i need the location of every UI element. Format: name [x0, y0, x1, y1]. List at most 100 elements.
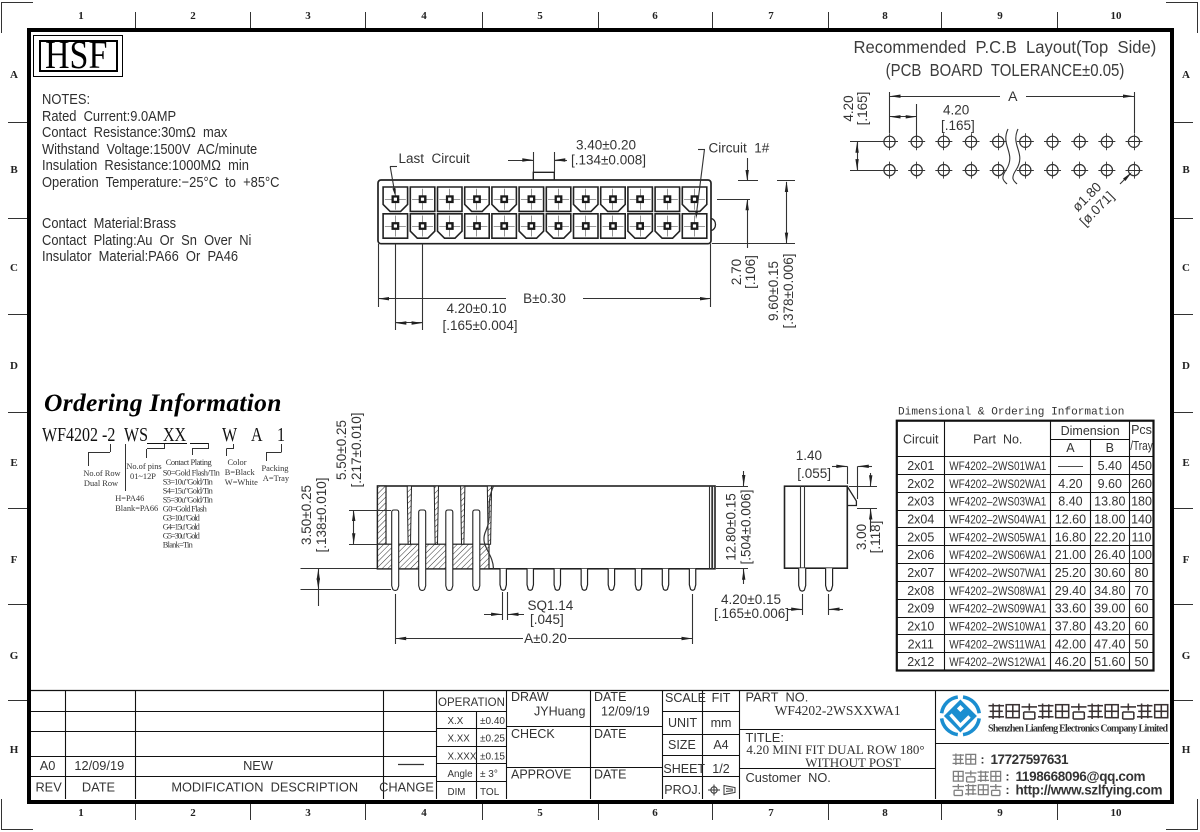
svg-text:2.70: 2.70	[729, 259, 744, 285]
svg-text:[.045]: [.045]	[530, 612, 564, 627]
svg-text:33.60: 33.60	[1055, 602, 1086, 616]
svg-text:http://www.szlfying.com: http://www.szlfying.com	[1016, 783, 1163, 798]
svg-text:17727597631: 17727597631	[991, 752, 1069, 767]
svg-text:4.20: 4.20	[943, 103, 969, 118]
svg-text:X.X: X.X	[448, 716, 464, 727]
svg-text:±0.25: ±0.25	[480, 734, 505, 745]
svg-text:JYHuang: JYHuang	[534, 705, 585, 719]
svg-text:2x12: 2x12	[907, 655, 934, 669]
svg-text:260: 260	[1131, 477, 1152, 491]
svg-text:Dimensional & Ordering Informa: Dimensional & Ordering Information	[898, 407, 1124, 419]
svg-text:WF4202–2WS07WA1: WF4202–2WS07WA1	[949, 566, 1046, 580]
svg-text:100: 100	[1131, 548, 1152, 562]
svg-text:2x01: 2x01	[907, 459, 934, 473]
svg-text:37.80: 37.80	[1055, 619, 1086, 633]
svg-text:WF4202–2WS11WA1: WF4202–2WS11WA1	[949, 637, 1046, 651]
svg-text:5.40: 5.40	[1098, 459, 1122, 473]
svg-text:18.00: 18.00	[1094, 512, 1125, 526]
svg-text:APPROVE: APPROVE	[511, 768, 571, 782]
svg-text:G5=30u"Gold: G5=30u"Gold	[163, 532, 201, 541]
svg-text:2x05: 2x05	[907, 530, 934, 544]
svg-text:2x08: 2x08	[907, 584, 934, 598]
svg-text:Contact Plating: Contact Plating	[166, 458, 213, 467]
svg-text:CHANGE: CHANGE	[379, 780, 434, 795]
svg-text:mm: mm	[711, 716, 732, 730]
svg-text:2x09: 2x09	[907, 602, 934, 616]
svg-text:34.80: 34.80	[1094, 584, 1125, 598]
svg-text:[.165±0.004]: [.165±0.004]	[443, 318, 518, 333]
svg-text:25.20: 25.20	[1055, 566, 1086, 580]
svg-text:[.138±0.010]: [.138±0.010]	[314, 478, 329, 553]
svg-text:WF4202–2WS09WA1: WF4202–2WS09WA1	[949, 602, 1046, 616]
svg-text:2x10: 2x10	[907, 619, 934, 633]
svg-text:——: ——	[1058, 459, 1084, 473]
svg-text:WF4202–2WS01WA1: WF4202–2WS01WA1	[949, 459, 1046, 473]
svg-text:DATE: DATE	[594, 768, 626, 782]
svg-text:12/09/19: 12/09/19	[74, 758, 124, 773]
svg-text:A: A	[1066, 441, 1075, 455]
svg-text:30.60: 30.60	[1094, 566, 1125, 580]
svg-text:4.20 MINI FIT DUAL ROW 180°: 4.20 MINI FIT DUAL ROW 180°	[746, 742, 924, 757]
svg-text:50: 50	[1135, 637, 1149, 651]
svg-text:2x02: 2x02	[907, 477, 934, 491]
svg-text:46.20: 46.20	[1055, 655, 1086, 669]
svg-text:140: 140	[1131, 512, 1152, 526]
svg-text:H=PA46: H=PA46	[115, 494, 144, 503]
svg-text:80: 80	[1135, 566, 1149, 580]
svg-text:WF4202–2WS03WA1: WF4202–2WS03WA1	[949, 495, 1046, 509]
svg-text:3.50±0.25: 3.50±0.25	[299, 485, 314, 545]
svg-text:SHEET: SHEET	[663, 762, 705, 776]
svg-text:[.165]: [.165]	[941, 118, 975, 133]
svg-text:SCALE: SCALE	[665, 691, 706, 705]
svg-text:Pcs: Pcs	[1131, 423, 1152, 437]
svg-text:A±0.20: A±0.20	[524, 631, 567, 646]
svg-text:[.378±0.006]: [.378±0.006]	[781, 254, 796, 329]
svg-text:450: 450	[1131, 459, 1152, 473]
svg-text:60: 60	[1135, 619, 1149, 633]
svg-text:70: 70	[1135, 584, 1149, 598]
svg-text:WF4202–2WS02WA1: WF4202–2WS02WA1	[949, 477, 1046, 491]
svg-text:/Tray: /Tray	[1130, 439, 1153, 453]
svg-text:12.60: 12.60	[1055, 512, 1086, 526]
svg-text:NEW: NEW	[243, 758, 274, 773]
svg-text:3.00: 3.00	[854, 524, 869, 550]
svg-text:S4=15u"Gold/Tin: S4=15u"Gold/Tin	[163, 487, 214, 496]
svg-text:180: 180	[1131, 495, 1152, 509]
svg-text:No.of pins: No.of pins	[126, 462, 161, 471]
svg-text:TOL: TOL	[480, 787, 500, 798]
svg-text:WF4202–2WS06WA1: WF4202–2WS06WA1	[949, 548, 1046, 562]
svg-text:SQ1.14: SQ1.14	[528, 598, 574, 613]
svg-text:[.055]: [.055]	[797, 466, 831, 481]
svg-text:Circuit 1#: Circuit 1#	[709, 141, 770, 156]
svg-text:43.20: 43.20	[1094, 619, 1125, 633]
svg-text:Part No.: Part No.	[973, 433, 1022, 447]
svg-text:Blank=PA66: Blank=PA66	[115, 504, 158, 513]
svg-text:2x04: 2x04	[907, 512, 934, 526]
svg-text:9.60±0.15: 9.60±0.15	[766, 261, 781, 321]
svg-text:4.20: 4.20	[841, 95, 856, 121]
svg-text:Packing: Packing	[262, 464, 290, 473]
svg-text:A=Tray: A=Tray	[263, 474, 290, 483]
svg-text:B±0.30: B±0.30	[523, 291, 566, 306]
svg-text:26.40: 26.40	[1094, 548, 1125, 562]
svg-text:2x03: 2x03	[907, 495, 934, 509]
svg-text:WF4202-2WSXXWA1: WF4202-2WSXXWA1	[775, 703, 901, 718]
svg-text:WF4202–2WS05WA1: WF4202–2WS05WA1	[949, 530, 1046, 544]
svg-text:DIM: DIM	[448, 787, 466, 798]
svg-text:W=White: W=White	[225, 478, 258, 487]
svg-text:B=Black: B=Black	[225, 468, 256, 477]
svg-text:S0=Gold Flash/Tin: S0=Gold Flash/Tin	[163, 469, 221, 478]
svg-text:2x06: 2x06	[907, 548, 934, 562]
svg-text:CHECK: CHECK	[511, 727, 555, 741]
svg-text:Circuit: Circuit	[903, 433, 939, 447]
svg-text:±0.40: ±0.40	[480, 716, 505, 727]
svg-text:13.80: 13.80	[1094, 495, 1125, 509]
svg-text:S3=10u"Gold/Tin: S3=10u"Gold/Tin	[163, 478, 214, 487]
svg-text:G0=Gold Flash: G0=Gold Flash	[163, 505, 208, 514]
svg-text:PART NO.: PART NO.	[746, 690, 809, 705]
svg-text:A0: A0	[40, 758, 56, 773]
svg-text:G4=15u"Gold: G4=15u"Gold	[163, 523, 201, 532]
svg-text:A4: A4	[713, 738, 728, 752]
svg-text:2x11: 2x11	[908, 637, 934, 651]
svg-text:3.40±0.20: 3.40±0.20	[576, 138, 636, 153]
